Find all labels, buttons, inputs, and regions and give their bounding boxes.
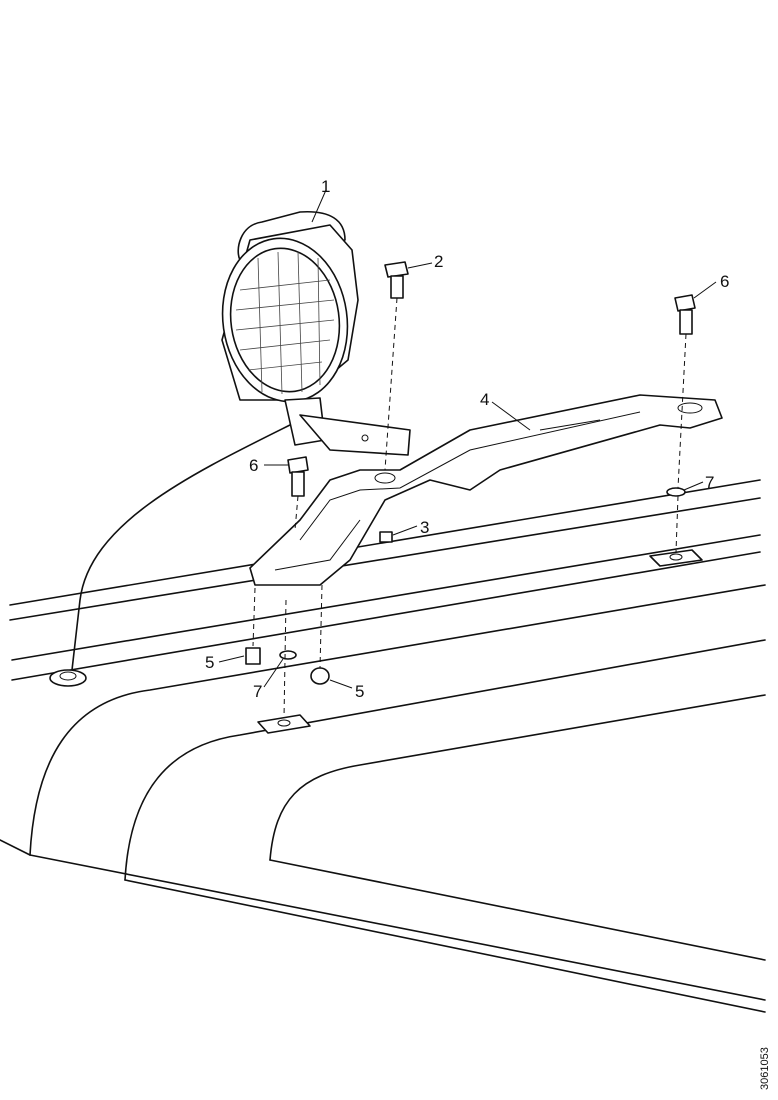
lamp-cable <box>71 419 301 671</box>
cable-grommet <box>49 669 87 687</box>
callout-3: 3 <box>420 518 429 537</box>
work-lamp <box>221 210 411 456</box>
callout-4: 4 <box>480 390 489 409</box>
callout-2: 2 <box>434 252 443 271</box>
screw-6-right <box>674 294 696 335</box>
washer-7-left <box>279 650 297 660</box>
document-id: 3061053 <box>759 1047 771 1090</box>
callout-7-right: 7 <box>705 473 714 492</box>
lamp-lens-grid <box>235 251 335 395</box>
assembly-lines <box>252 297 687 719</box>
screw-6-left <box>287 456 309 497</box>
roof-plate-right <box>649 549 703 567</box>
callout-5-right: 5 <box>355 682 364 701</box>
nut-3 <box>379 531 393 543</box>
leader-lines <box>218 189 717 689</box>
callout-6-left: 6 <box>249 456 258 475</box>
roof-plate-left <box>257 714 311 734</box>
callout-5-left: 5 <box>205 653 214 672</box>
callout-6-right: 6 <box>720 272 729 291</box>
washer-7-right <box>666 487 686 497</box>
callout-7-left: 7 <box>253 682 262 701</box>
cab-roof <box>0 479 766 1013</box>
nut-5-left <box>245 647 261 665</box>
bolt-2 <box>384 261 409 299</box>
nut-5-right <box>310 667 330 685</box>
mounting-bracket <box>249 394 723 586</box>
callout-1: 1 <box>321 177 330 196</box>
